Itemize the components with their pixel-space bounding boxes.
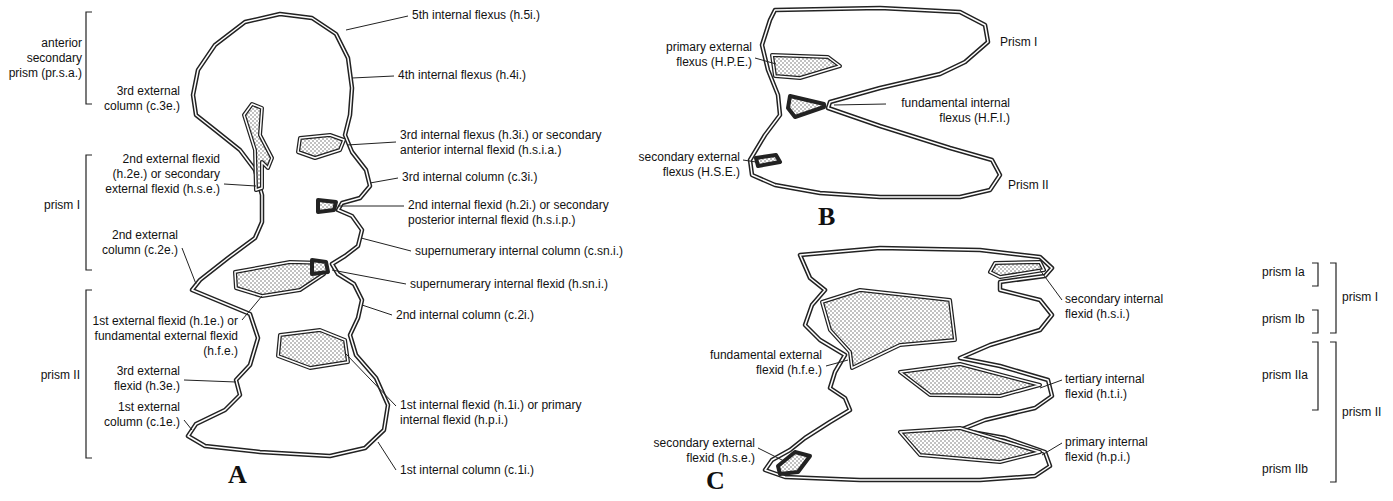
part-label: prism II (41, 368, 80, 383)
part-label: 1st external flexid (h.1e.) or fundament… (90, 314, 238, 359)
leader-line (370, 178, 398, 183)
bracket (86, 290, 92, 458)
cement-fold (312, 260, 328, 274)
part-label: fundamental internal flexus (H.F.I.) (890, 96, 1010, 126)
leader-line (242, 296, 262, 320)
panel-letter: B (818, 204, 835, 230)
part-label: 3rd external column (c.3e.) (94, 84, 180, 114)
enamel-line (900, 428, 1040, 462)
cement-fold (756, 155, 780, 166)
part-label: secondary external flexid (h.s.e.) (645, 436, 755, 466)
panel-letter: A (228, 462, 247, 488)
leader-line (352, 76, 394, 78)
enamel-line (278, 330, 348, 368)
part-label: 2nd internal flexid (h.2i.) or secondary… (408, 198, 643, 228)
leader-line (361, 238, 411, 251)
leader-line (1040, 380, 1062, 388)
enamel-line (822, 290, 955, 368)
part-label: prism II (1342, 405, 1381, 420)
leader-line (184, 380, 236, 382)
leader-line (224, 184, 256, 186)
part-label: 4th internal flexus (h.4i.) (398, 68, 526, 83)
part-label: prism Ia (1262, 265, 1305, 280)
part-label: Prism I (1000, 35, 1037, 50)
part-label: secondary internal flexid (h.s.i.) (1065, 292, 1175, 322)
part-label: prism IIa (1262, 368, 1308, 383)
part-label: 2nd external flexid (h.2e.) or secondary… (92, 152, 220, 197)
enamel-line (900, 364, 1040, 396)
part-label: 1st internal flexid (h.1i.) or primary i… (400, 398, 605, 428)
leader-line (362, 305, 392, 315)
part-label: 3rd external flexid (h.3e.) (94, 364, 180, 394)
bracket (1312, 342, 1318, 410)
cement-fold (900, 428, 1040, 462)
leader-line (826, 360, 848, 366)
leader-line (347, 142, 396, 145)
cement-fold (900, 364, 1040, 396)
leader-line (338, 206, 404, 207)
part-label: anterior secondary prism (pr.s.a.) (2, 36, 82, 81)
part-label: primary internal flexid (h.p.i.) (1065, 435, 1175, 465)
part-label: prism IIb (1262, 462, 1308, 477)
part-label: primary external flexus (H.P.E.) (652, 40, 752, 70)
leader-line (346, 354, 396, 406)
enamel-line (772, 55, 840, 78)
leader-line (332, 270, 406, 284)
bracket (1330, 342, 1336, 482)
bracket (86, 155, 92, 270)
leader-line (1040, 270, 1062, 300)
part-label: 1st external column (c.1e.) (94, 400, 180, 430)
part-label: prism I (1342, 290, 1378, 305)
part-label: 2nd external column (c.2e.) (92, 228, 178, 258)
cement-fold (990, 262, 1044, 277)
leader-line (743, 160, 756, 162)
cement-fold (778, 452, 810, 474)
leader-line (184, 420, 192, 430)
part-label: supernumerary internal column (c.sn.i.) (415, 244, 623, 259)
bracket (1330, 263, 1336, 333)
panel-letter: C (706, 468, 725, 494)
leader-line (1042, 443, 1062, 455)
cement-fold (318, 200, 336, 212)
part-label: prism Ib (1262, 312, 1305, 327)
part-label: 3rd internal flexus (h.3i.) or secondary… (400, 128, 630, 158)
part-label: 1st internal column (c.1i.) (400, 463, 534, 478)
part-label: 5th internal flexus (h.5i.) (412, 8, 540, 23)
part-label: prism I (44, 198, 80, 213)
cement-fold (788, 96, 824, 117)
part-label: 3rd internal column (c.3i.) (402, 170, 537, 185)
enamel-line (990, 262, 1044, 277)
leader-line (346, 16, 408, 30)
enamel-line (244, 104, 272, 190)
enamel-line (188, 14, 388, 456)
leader-line (758, 448, 786, 462)
part-label: fundamental external flexid (h.f.e.) (697, 348, 822, 378)
part-label: supernumerary internal flexid (h.sn.i.) (410, 277, 608, 292)
cement-fold (772, 55, 840, 78)
part-label: Prism II (1008, 178, 1049, 193)
tooth-outline (188, 14, 388, 456)
part-label: 2nd internal column (c.2i.) (396, 308, 534, 323)
bracket (1312, 263, 1318, 286)
leader-line (834, 104, 886, 105)
cement-fold (298, 135, 344, 158)
cement-fold (244, 104, 272, 190)
enamel-line (298, 135, 344, 158)
leader-line (182, 248, 196, 284)
bracket (86, 12, 92, 104)
bracket (1312, 310, 1318, 333)
leader-line (755, 58, 776, 64)
leader-line (378, 442, 396, 470)
cement-fold (278, 330, 348, 368)
part-label: tertiary internal flexid (h.t.i.) (1065, 372, 1175, 402)
part-label: secondary external flexus (H.S.E.) (630, 150, 740, 180)
cement-fold (822, 290, 955, 368)
